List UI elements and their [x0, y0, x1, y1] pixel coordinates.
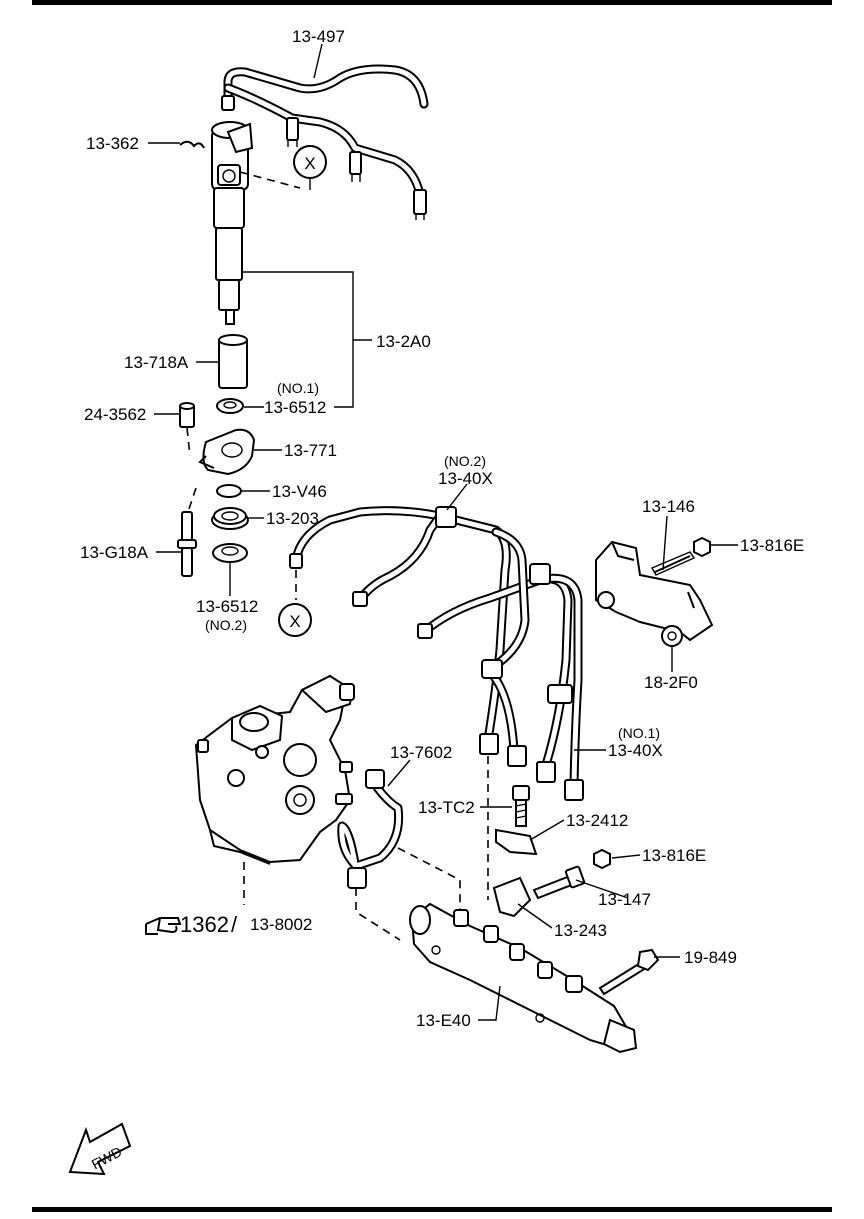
connector-marker-x-upper: X	[239, 145, 327, 190]
clip-drawing	[179, 140, 205, 149]
label-bolt-tc2: 13-TC2	[418, 798, 475, 817]
marker-x-lower-label: X	[289, 612, 300, 631]
label-pipe-no1-note: (NO.1)	[618, 725, 660, 741]
label-mount-2f0: 18-2F0	[644, 673, 698, 692]
pump-ref-main: 1362	[180, 912, 229, 937]
pump-reference: 1362 / 13-8002	[145, 912, 312, 937]
label-oring-v46: 13-V46	[272, 482, 327, 501]
label-pipe-40x-b: 13-40X	[608, 741, 663, 760]
fuel-pump-drawing	[194, 674, 355, 905]
label-seal-203: 13-203	[266, 509, 319, 528]
washer-no2-drawing	[212, 543, 248, 563]
top-rule	[32, 0, 832, 5]
marker-x-upper-label: X	[304, 154, 315, 173]
label-washer-6512-b: 13-6512	[196, 597, 258, 616]
washer-no1-drawing	[216, 398, 244, 414]
label-bracket-2412: 13-2412	[566, 811, 628, 830]
bolt-849-drawing	[598, 948, 660, 996]
label-pipe-497: 13-497	[292, 27, 345, 46]
label-washer-no1-note: (NO.1)	[277, 380, 319, 396]
seal-drawing	[211, 507, 249, 530]
label-rail-e40: 13-E40	[416, 1011, 471, 1030]
engine-bracket-drawing	[595, 536, 714, 647]
label-sleeve-718a: 13-718A	[124, 353, 189, 372]
fwd-arrow-icon: FWD	[68, 1122, 132, 1176]
pump-feed-pipe-drawing	[337, 769, 461, 941]
bolt-tc2-drawing	[512, 785, 530, 827]
bottom-rule	[32, 1207, 832, 1212]
bracket-243-drawing	[492, 876, 532, 918]
common-rail-drawing	[409, 902, 638, 1054]
label-nut-816e-a: 13-816E	[740, 536, 804, 555]
label-bolt-g18a: 13-G18A	[80, 543, 149, 562]
label-clip-362: 13-362	[86, 134, 139, 153]
label-nut-816e-b: 13-816E	[642, 846, 706, 865]
connector-marker-x-lower: X	[278, 603, 312, 637]
label-bolt-849: 19-849	[684, 948, 737, 967]
label-pipe-40x-a: 13-40X	[438, 469, 493, 488]
nut-lower-drawing	[593, 848, 611, 870]
bracket-2412-drawing	[495, 828, 538, 856]
leader-lines	[148, 43, 738, 1021]
injector-drawing	[211, 121, 254, 325]
label-washer-no2-note: (NO.2)	[205, 617, 247, 633]
label-bracket-243: 13-243	[554, 921, 607, 940]
label-clamp-771: 13-771	[284, 441, 337, 460]
pointing-hand-icon	[145, 917, 182, 935]
label-pipe-no2-note: (NO.2)	[444, 453, 486, 469]
clamp-drawing	[198, 428, 256, 476]
sleeve-drawing	[218, 334, 248, 389]
label-injector-2a0: 13-2A0	[376, 332, 431, 351]
label-bracket-146: 13-146	[642, 497, 695, 516]
label-washer-6512-a: 13-6512	[264, 398, 326, 417]
label-stud-147: 13-147	[598, 890, 651, 909]
injection-pipes-drawing	[289, 506, 584, 900]
pump-ref-sep: /	[231, 912, 238, 937]
stud-drawing	[532, 865, 586, 900]
pin-drawing	[179, 402, 195, 457]
bolt-g18a-drawing	[177, 487, 197, 577]
pump-ref-sub: 13-8002	[250, 915, 312, 934]
leak-off-pipe-drawing	[221, 64, 429, 220]
label-pipe-7602: 13-7602	[390, 743, 452, 762]
oring-drawing	[216, 484, 242, 498]
label-pin-3562: 24-3562	[84, 405, 146, 424]
fwd-label: FWD	[89, 1143, 125, 1172]
